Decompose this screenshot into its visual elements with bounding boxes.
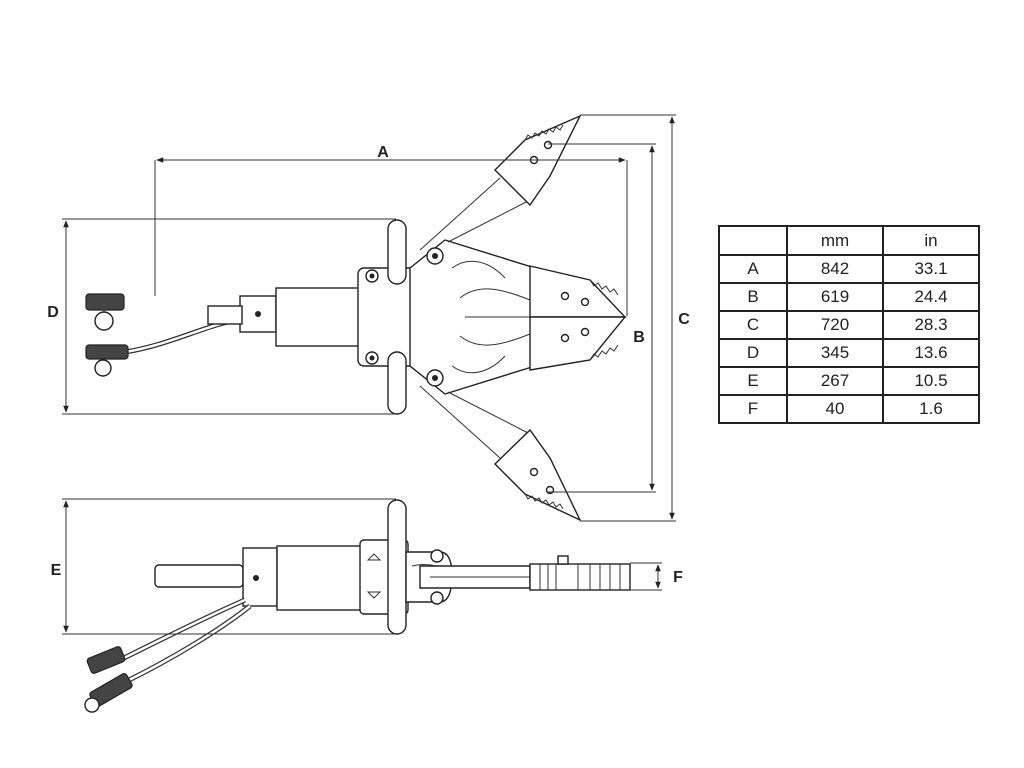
table-cell-dim: E	[718, 366, 788, 396]
top-view: A B C D	[47, 114, 690, 522]
table-cell-in: 1.6	[882, 394, 980, 424]
table-header-blank	[718, 225, 788, 256]
open-arm-lower	[419, 385, 582, 522]
dimension-d: D	[47, 218, 396, 415]
coupler-top-lower	[85, 344, 129, 377]
dimension-c: C	[580, 114, 690, 522]
table-header-mm: mm	[786, 225, 884, 256]
dimension-e: E	[51, 498, 396, 635]
arm-housing-top	[409, 239, 536, 395]
dimension-label-f: F	[673, 569, 683, 586]
closed-tips	[529, 265, 627, 371]
table-row: A 842 33.1	[718, 254, 980, 284]
table-header-in: in	[882, 225, 980, 256]
table-cell-in: 13.6	[882, 338, 980, 368]
table-cell-mm: 267	[786, 366, 884, 396]
table-row: E 267 10.5	[718, 366, 980, 396]
table-cell-in: 24.4	[882, 282, 980, 312]
dimension-f: F	[630, 562, 683, 591]
table-cell-mm: 619	[786, 282, 884, 312]
coupler-top-upper	[85, 293, 125, 331]
dimension-label-d: D	[47, 304, 59, 321]
table-cell-dim: A	[718, 254, 788, 284]
tool-body-side	[154, 499, 453, 635]
table-row: B 619 24.4	[718, 282, 980, 312]
dimension-label-b: B	[633, 329, 645, 346]
table-cell-in: 33.1	[882, 254, 980, 284]
dimension-a: A	[154, 144, 628, 316]
side-view: E F	[51, 498, 683, 713]
table-cell-in: 10.5	[882, 366, 980, 396]
dimension-label-e: E	[51, 562, 62, 579]
table-row: F 40 1.6	[718, 394, 980, 424]
table-cell-dim: C	[718, 310, 788, 340]
dimension-label-c: C	[678, 311, 690, 328]
arms-side	[419, 555, 631, 591]
dimension-label-a: A	[377, 144, 389, 161]
tool-body-top	[207, 219, 419, 415]
table-row: C 720 28.3	[718, 310, 980, 340]
table-row: D 345 13.6	[718, 338, 980, 368]
dimension-b: B	[548, 143, 656, 493]
table-cell-dim: B	[718, 282, 788, 312]
table-header-row: mm in	[718, 225, 980, 256]
table-cell-dim: F	[718, 394, 788, 424]
open-arm-upper	[419, 114, 582, 251]
table-cell-dim: D	[718, 338, 788, 368]
table-cell-in: 28.3	[882, 310, 980, 340]
table-cell-mm: 720	[786, 310, 884, 340]
hydraulic-hoses-side	[84, 597, 252, 713]
table-cell-mm: 842	[786, 254, 884, 284]
table-cell-mm: 345	[786, 338, 884, 368]
table-cell-mm: 40	[786, 394, 884, 424]
dimensions-table: mm in A 842 33.1 B 619 24.4 C 720 28.3 D…	[718, 225, 980, 424]
